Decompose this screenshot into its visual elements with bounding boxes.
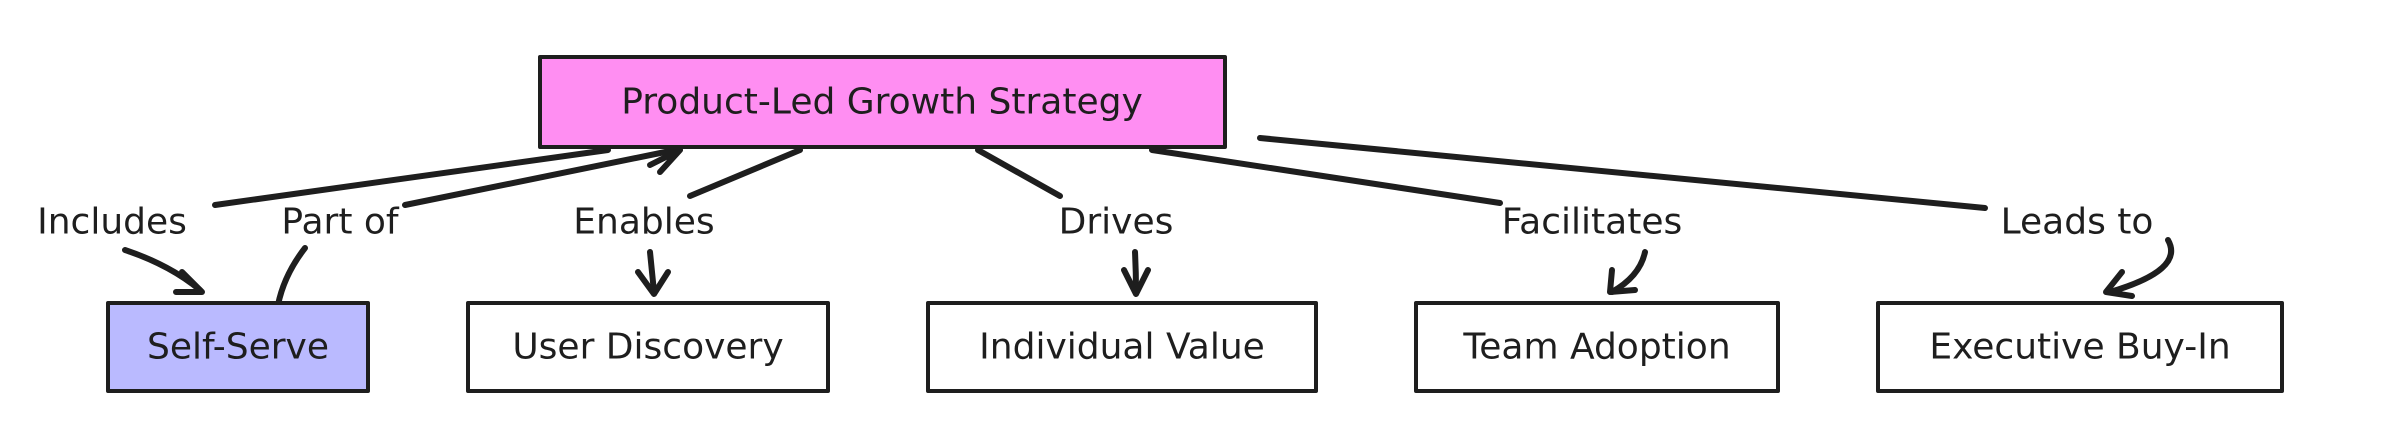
node-team-adoption[interactable]: Team Adoption [1414,301,1780,393]
edge-enables: Enables [573,147,803,297]
edge-part-of-arrowhead [647,147,683,175]
node-user-discovery-label: User Discovery [512,327,783,368]
node-self-serve[interactable]: Self-Serve [106,301,370,393]
edge-facilitates: Facilitates [1149,147,1682,295]
node-self-serve-label: Self-Serve [147,327,329,368]
node-executive-buy-in-label: Executive Buy-In [1929,327,2230,368]
node-executive-buy-in[interactable]: Executive Buy-In [1876,301,2284,393]
edge-facilitates-label: Facilitates [1502,202,1682,243]
node-individual-value-label: Individual Value [979,327,1265,368]
edge-includes-arrowhead [173,269,205,295]
edge-leads-to-label: Leads to [2001,202,2154,243]
edge-drives: Drives [975,147,1174,297]
edge-leads-to-line [1257,135,2175,295]
node-executive-buy-in-box[interactable] [1876,301,2284,393]
edge-enables-arrowhead [635,269,671,297]
edges: Includes Part of Enables Drives Facilita… [37,135,2175,308]
node-team-adoption-label: Team Adoption [1462,327,1730,368]
edge-facilitates-arrowhead [1607,267,1638,295]
node-individual-value-box[interactable] [926,301,1318,393]
edge-includes-label: Includes [37,202,187,243]
nodes: Product-Led Growth Strategy Self-Serve U… [106,55,2284,393]
node-team-adoption-box[interactable] [1414,301,1780,393]
edge-leads-to-arrowhead [2103,269,2135,299]
edge-part-of-label: Part of [281,202,400,243]
edge-part-of-line [275,147,678,308]
node-self-serve-box[interactable] [106,301,370,393]
node-user-discovery[interactable]: User Discovery [466,301,830,393]
edge-leads-to: Leads to [1257,135,2175,299]
edge-includes: Includes [37,147,611,295]
edge-drives-label: Drives [1059,202,1174,243]
node-root-box[interactable] [538,55,1227,149]
edge-part-of: Part of [275,147,683,308]
node-user-discovery-box[interactable] [466,301,830,393]
node-root-label: Product-Led Growth Strategy [621,82,1143,123]
edge-drives-arrowhead [1121,267,1151,297]
node-root[interactable]: Product-Led Growth Strategy [538,55,1227,149]
node-individual-value[interactable]: Individual Value [926,301,1318,393]
edge-enables-label: Enables [573,202,714,243]
